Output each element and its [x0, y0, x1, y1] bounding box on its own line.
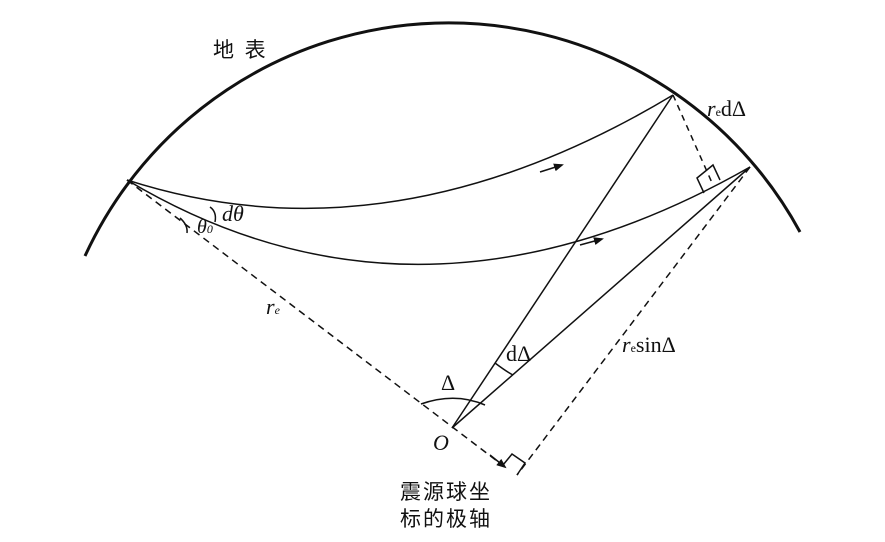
angle-arc-theta0: [179, 217, 188, 234]
angle-arc-delta: [420, 397, 486, 406]
ray-1-arrow: [539, 163, 564, 173]
re-subscript: e: [274, 303, 280, 317]
radius-oc: [451, 166, 751, 429]
d-delta-label: dΔ: [506, 341, 532, 366]
re-subscript: e: [715, 105, 721, 119]
sin-delta-text: sinΔ: [635, 332, 676, 357]
re-label: re: [266, 296, 280, 318]
re-symbol: r: [707, 96, 716, 121]
d-delta-text: dΔ: [720, 96, 747, 121]
re-symbol: r: [266, 294, 275, 319]
re-d-delta-label: redΔ: [707, 98, 746, 120]
re-subscript: e: [630, 341, 636, 355]
ray-path-2: [126, 166, 751, 266]
ray-path-1: [126, 94, 674, 210]
re-symbol: r: [622, 332, 631, 357]
theta0-subscript: 0: [206, 222, 213, 236]
angle-arc-d-delta: [494, 362, 514, 376]
right-angle-mark-bottom: [502, 452, 527, 476]
radius-ob: [451, 94, 674, 429]
theta0-symbol: θ: [197, 216, 207, 238]
re-sin-delta-label: resinΔ: [622, 334, 676, 356]
origin-label: O: [433, 430, 449, 455]
delta-label: Δ: [441, 370, 456, 395]
right-angle-mark-top: [696, 163, 721, 194]
polar-axis-arrow: [489, 454, 507, 469]
polar-axis-label-line1: 震源球坐: [400, 480, 492, 504]
surface-label: 地 表: [213, 38, 268, 62]
polar-axis-label-line2: 标的极轴: [400, 507, 492, 531]
re-sin-delta-dashed: [516, 166, 751, 476]
d-theta-label: dθ: [222, 201, 244, 226]
ray-2-arrow: [579, 237, 604, 246]
angle-arc-d-theta: [209, 206, 217, 223]
earth-surface-arc: [83, 21, 802, 257]
theta0-label: θ0: [197, 217, 213, 237]
